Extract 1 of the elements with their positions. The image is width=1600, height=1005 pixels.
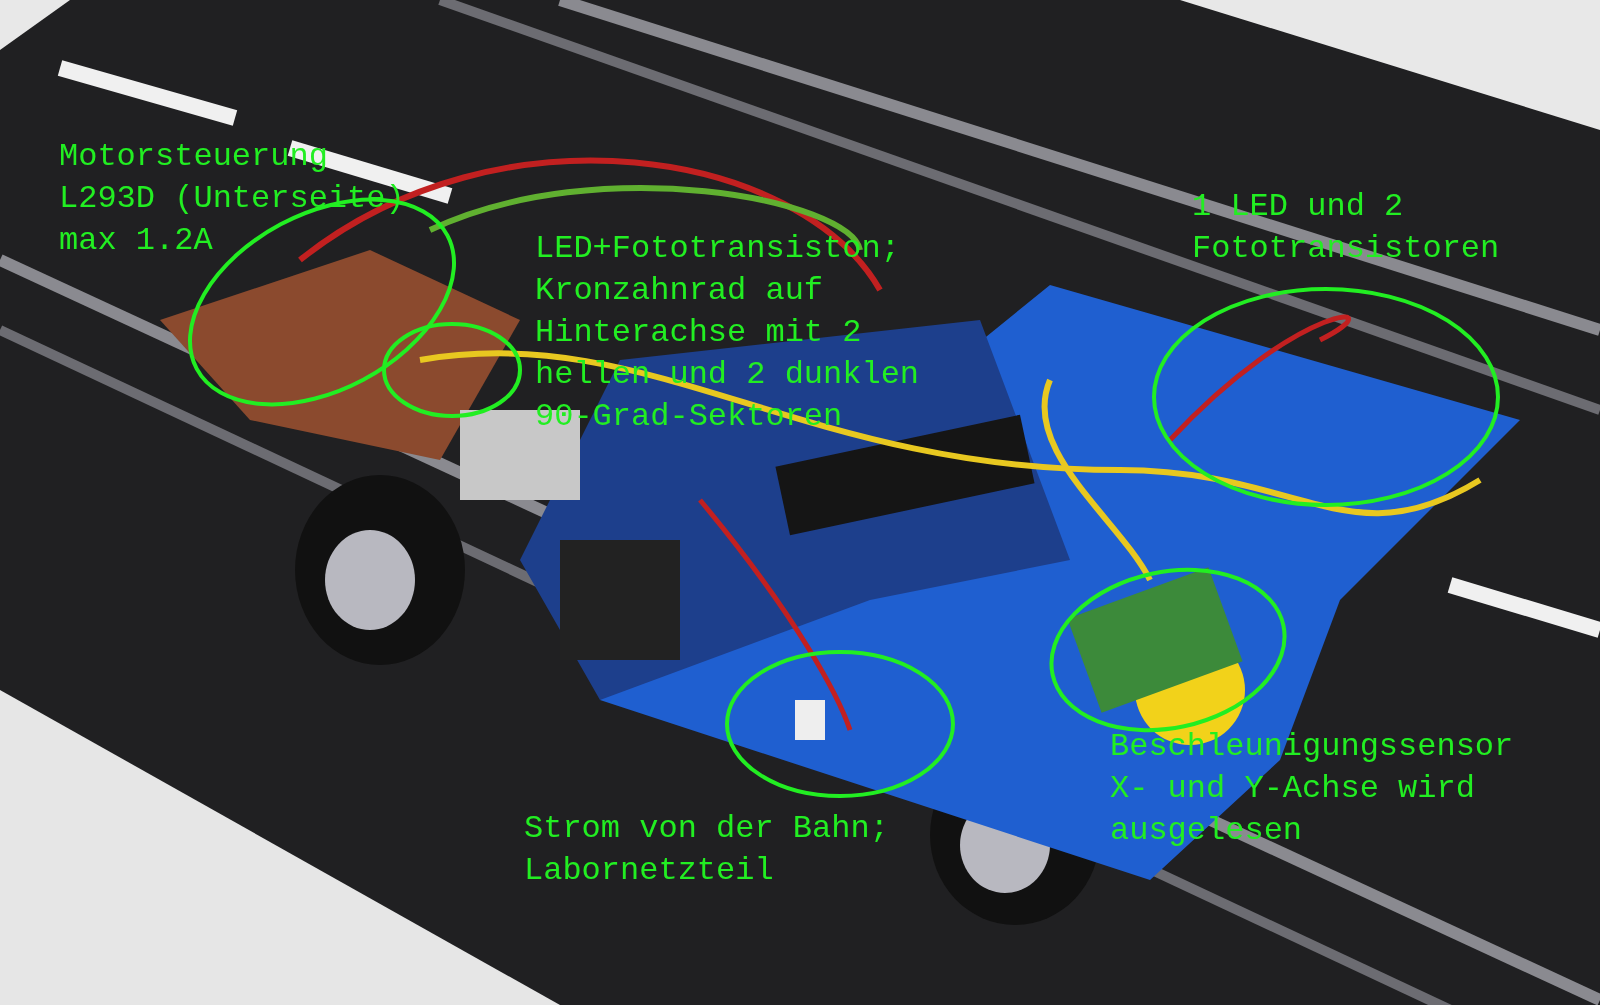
- annotation-text: Strom von der Bahn; Labornetzteil: [524, 809, 889, 891]
